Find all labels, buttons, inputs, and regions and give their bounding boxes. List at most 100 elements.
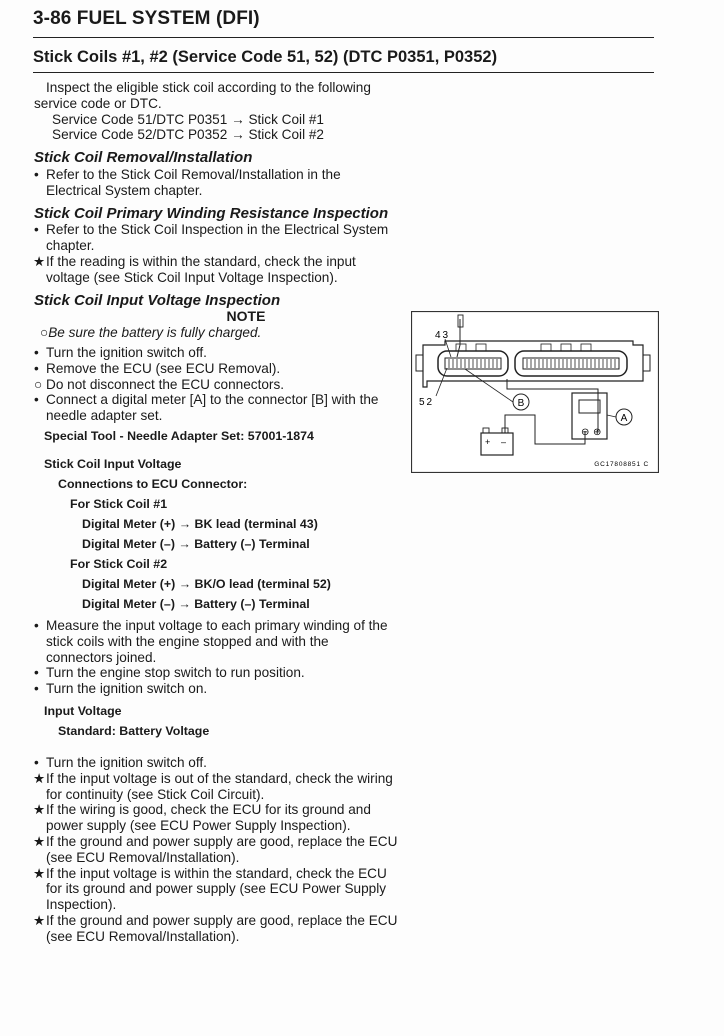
ecu-connector-left — [437, 350, 509, 377]
meter-plus-terminal: ⊕ — [593, 427, 601, 438]
voltage-heading: Stick Coil Input Voltage Inspection — [34, 291, 281, 309]
voltage-bullet-7-text: Turn the ignition switch off. — [46, 754, 207, 770]
voltage-bullet-2: • Remove the ECU (see ECU Removal). — [34, 361, 398, 377]
special-tool: Special Tool - Needle Adapter Set: 57001… — [44, 428, 314, 443]
right-latch — [540, 343, 552, 352]
voltage-star-1-text: If the input voltage is out of the stand… — [46, 770, 393, 802]
right-pin-block — [522, 357, 620, 370]
bullet-marker: • — [34, 222, 39, 238]
voltage-circle-1: ○Do not disconnect the ECU connectors. — [34, 377, 398, 393]
conn-title: Connections to ECU Connector: — [58, 476, 248, 491]
bullet-marker: • — [34, 360, 39, 376]
battery-terminal-negative — [501, 427, 509, 434]
right-pins — [526, 359, 616, 368]
header-rule — [33, 37, 654, 38]
voltage-star-4-text: If the input voltage is within the stand… — [46, 865, 387, 913]
circle-marker: ○ — [34, 376, 43, 392]
intro-line-1: Service Code 51/DTC P0351 → Stick Coil #… — [52, 111, 324, 127]
star-marker: ★ — [33, 770, 46, 786]
terminal-43-leader — [444, 338, 452, 358]
intro-text: Inspect the eligible stick coil accordin… — [34, 80, 371, 111]
circle-marker: ○ — [40, 325, 49, 341]
voltage-star-5-text: If the ground and power supply are good,… — [46, 912, 398, 944]
voltage-star-2: ★If the wiring is good, check the ECU fo… — [33, 802, 398, 834]
note-text: Be sure the battery is fully charged. — [48, 325, 262, 341]
voltage-bullet-5: • Turn the engine stop switch to run posi… — [34, 665, 398, 681]
figure-code: GC17808851 C — [594, 461, 649, 468]
resistance-star: ★If the reading is within the standard, … — [33, 253, 398, 286]
meter-minus-wire — [504, 414, 586, 445]
note-label: NOTE — [226, 308, 266, 325]
callout-a-label: A — [621, 413, 628, 424]
battery-plus-label: + — [485, 437, 490, 447]
left-pins — [448, 359, 498, 368]
battery-minus-label: – — [501, 437, 506, 447]
siv-title: Stick Coil Input Voltage — [44, 456, 182, 471]
removal-bullet: • Refer to the Stick Coil Removal/Install… — [34, 167, 398, 199]
voltage-star-4: ★If the input voltage is within the stan… — [33, 865, 398, 913]
meter-display — [578, 399, 601, 414]
resistance-bullet: • Refer to the Stick Coil Inspection in t… — [34, 222, 398, 254]
voltage-star-3: ★If the ground and power supply are good… — [33, 833, 398, 866]
needle-lead — [456, 319, 461, 358]
needle-probe — [457, 314, 464, 328]
voltage-star-2-text: If the wiring is good, check the ECU for… — [46, 802, 371, 834]
voltage-bullet-3-text: Connect a digital meter [A] to the conne… — [46, 392, 379, 424]
bullet-marker: • — [34, 617, 39, 633]
resistance-bullet-text: Refer to the Stick Coil Inspection in th… — [46, 222, 389, 254]
star-marker: ★ — [33, 802, 46, 818]
left-pin-block — [444, 357, 502, 370]
right-latch — [560, 343, 572, 352]
voltage-bullet-6: •Turn the ignition switch on. — [34, 681, 398, 697]
voltage-bullet-3: • Connect a digital meter [A] to the conn… — [34, 392, 398, 424]
voltage-bullet-1: •Turn the ignition switch off. — [34, 345, 398, 361]
terminal-52-leader — [435, 367, 448, 397]
callout-b-leader — [464, 368, 514, 403]
iv-title: Input Voltage — [44, 703, 122, 718]
voltage-star-1: ★If the input voltage is out of the stan… — [33, 770, 398, 803]
intro-line-2: Service Code 52/DTC P0352 → Stick Coil #… — [52, 127, 324, 143]
resistance-heading: Stick Coil Primary Winding Resistance In… — [34, 204, 389, 222]
voltage-bullet-6-text: Turn the ignition switch on. — [46, 681, 208, 697]
section-title: Stick Coils #1, #2 (Service Code 51, 52)… — [33, 48, 498, 66]
connection-diagram: 43 52 B ⊖ ⊕ A + – GC17808851 C — [411, 311, 659, 473]
coil1-minus: Digital Meter (–) → Battery (–) Terminal — [82, 536, 310, 551]
removal-bullet-text: Refer to the Stick Coil Removal/Installa… — [46, 166, 341, 198]
star-marker: ★ — [33, 833, 46, 849]
battery — [480, 432, 514, 456]
left-latch — [475, 343, 487, 352]
coil2-plus: Digital Meter (+) → BK/O lead (terminal … — [82, 576, 331, 591]
coil1-title: For Stick Coil #1 — [70, 496, 168, 511]
figure-frame — [411, 311, 659, 473]
section-rule — [33, 72, 654, 73]
left-latch — [455, 343, 467, 352]
terminal-52-label: 52 — [419, 397, 434, 408]
digital-meter — [571, 392, 608, 440]
voltage-bullet-2-text: Remove the ECU (see ECU Removal). — [46, 360, 281, 376]
voltage-bullet-5-text: Turn the engine stop switch to run posit… — [46, 665, 305, 681]
callout-b-label: B — [518, 398, 525, 409]
iv-standard: Standard: Battery Voltage — [58, 723, 210, 738]
voltage-bullet-4-text: Measure the input voltage to each primar… — [46, 617, 388, 665]
star-marker: ★ — [33, 865, 46, 881]
voltage-star-3-text: If the ground and power supply are good,… — [46, 833, 398, 865]
voltage-star-5: ★If the ground and power supply are good… — [33, 912, 398, 945]
star-marker: ★ — [33, 253, 46, 269]
battery-terminal-positive — [482, 427, 490, 434]
removal-heading: Stick Coil Removal/Installation — [34, 149, 253, 167]
meter-plus-wire — [506, 379, 599, 431]
bullet-marker: • — [34, 344, 39, 360]
voltage-bullet-4: • Measure the input voltage to each prima… — [34, 618, 398, 665]
text-column: Inspect the eligible stick coil accordin… — [33, 80, 398, 945]
note-line: ○Be sure the battery is fully charged. — [40, 325, 398, 341]
coil2-title: For Stick Coil #2 — [70, 556, 168, 571]
voltage-bullet-7: •Turn the ignition switch off. — [34, 755, 398, 771]
ecu-connector-housing — [422, 340, 644, 388]
resistance-star-text: If the reading is within the standard, c… — [46, 253, 356, 285]
right-latch — [580, 343, 592, 352]
bullet-marker: • — [34, 392, 39, 408]
page-title: 3-86 FUEL SYSTEM (DFI) — [33, 8, 260, 29]
bullet-marker: • — [34, 665, 39, 681]
terminal-43-label: 43 — [435, 330, 450, 341]
bullet-marker: • — [34, 166, 39, 182]
